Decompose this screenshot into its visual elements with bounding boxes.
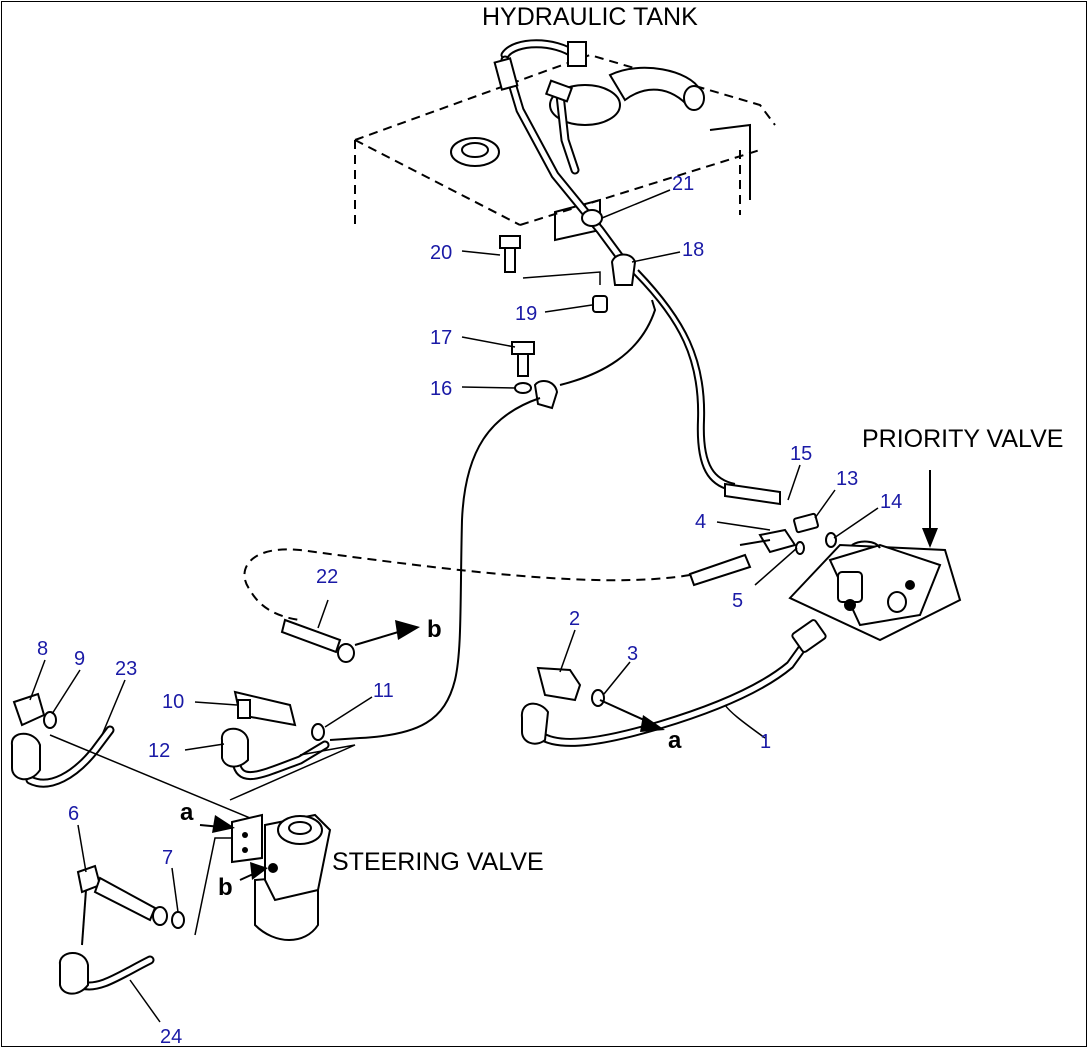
label-steering-valve: STEERING VALVE [332, 848, 544, 876]
callout-8: 8 [37, 638, 48, 660]
letter-a-right: a [668, 727, 682, 754]
callout-18: 18 [682, 239, 704, 261]
label-hydraulic-tank: HYDRAULIC TANK [482, 3, 698, 31]
hose-1-assembly [520, 619, 827, 747]
leader-lines [29, 189, 879, 1023]
letter-b-upper: b [427, 616, 442, 643]
callout-2: 2 [569, 608, 580, 630]
hose-10-12-assembly [220, 690, 356, 801]
callout-22: 22 [316, 566, 338, 588]
priority-fittings [688, 512, 837, 587]
connection-arrows [354, 620, 665, 732]
hose-22-end [280, 618, 355, 663]
hose-23-assembly [10, 692, 256, 821]
callout-24: 24 [160, 1026, 182, 1048]
callout-23: 23 [115, 658, 137, 680]
hose-11-line [329, 299, 657, 741]
tank-hoses [493, 39, 633, 273]
hose-22-line [243, 548, 691, 621]
callout-15: 15 [790, 443, 812, 465]
hose-6-24-assembly [58, 864, 185, 995]
steering-valve [194, 813, 332, 941]
callout-21: 21 [672, 173, 694, 195]
callout-6: 6 [68, 803, 79, 825]
callout-5: 5 [732, 590, 743, 612]
hydraulic-tank [354, 53, 776, 242]
callout-4: 4 [695, 511, 706, 533]
callout-14: 14 [880, 491, 902, 513]
callout-9: 9 [74, 648, 85, 670]
callout-11: 11 [373, 680, 394, 702]
callout-10: 10 [162, 691, 184, 713]
callout-17: 17 [430, 327, 452, 349]
callout-1: 1 [760, 731, 771, 753]
callout-7: 7 [162, 847, 173, 869]
label-priority-valve: PRIORITY VALVE [862, 425, 1063, 453]
callout-19: 19 [515, 303, 537, 325]
letter-a-steering: a [180, 799, 194, 826]
callout-20: 20 [430, 242, 452, 264]
callout-13: 13 [836, 468, 858, 490]
letter-b-steering: b [218, 874, 233, 901]
callout-16: 16 [430, 378, 452, 400]
clamp-parts [499, 209, 637, 410]
callout-12: 12 [148, 740, 170, 762]
callout-3: 3 [627, 643, 638, 665]
return-line-hose [631, 269, 781, 506]
priority-valve [788, 470, 962, 642]
